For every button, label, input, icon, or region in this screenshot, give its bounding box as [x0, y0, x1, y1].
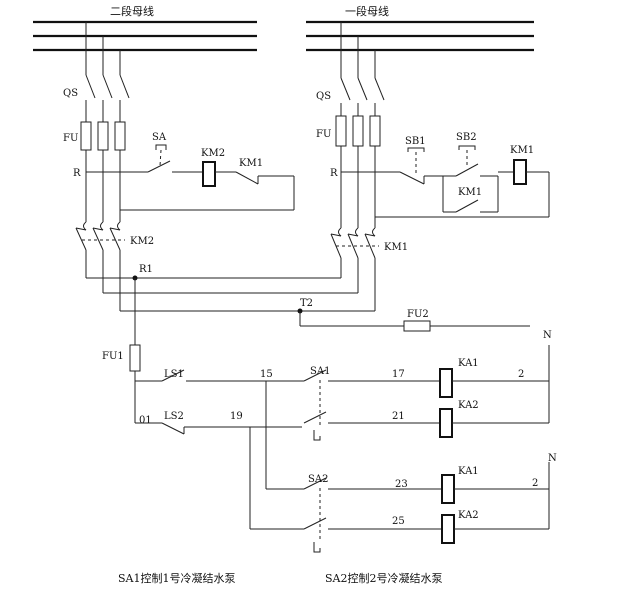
left-r-label: R	[73, 168, 81, 179]
left-km1-contact-label: KM1	[239, 158, 263, 169]
bus-section-1	[306, 20, 534, 52]
neutral-n2-label: N	[548, 453, 557, 464]
left-km2-coil-label: KM2	[201, 148, 225, 159]
right-sb2-label: SB2	[456, 132, 477, 143]
bus-section-2-label: 二段母线	[110, 4, 154, 18]
ka1-bottom-label: KA1	[458, 466, 479, 477]
sa2-label: SA2	[308, 474, 328, 485]
left-sa-label: SA	[152, 132, 167, 143]
wire-17-label: 17	[392, 369, 405, 380]
wire-23-label: 23	[395, 479, 408, 490]
left-control-branch	[86, 144, 295, 211]
right-fu-label: FU	[316, 129, 331, 140]
left-qs-label: QS	[63, 88, 78, 99]
right-r-label: R	[330, 168, 338, 179]
wire-2a-label: 2	[518, 369, 524, 380]
ka1-top-label: KA1	[458, 358, 479, 369]
fu2-label: FU2	[407, 309, 429, 320]
wire-2b-label: 2	[532, 478, 538, 489]
right-km1-coil-label: KM1	[510, 145, 534, 156]
right-feeder	[330, 22, 385, 311]
left-km2-main-label: KM2	[130, 236, 154, 247]
caption-sa1: SA1控制1号冷凝结水泵	[118, 571, 235, 585]
left-fu-label: FU	[63, 133, 78, 144]
right-control-branch	[341, 145, 550, 218]
wire-25-label: 25	[392, 516, 405, 527]
neutral-n1-label: N	[543, 330, 552, 341]
bus-section-2	[33, 20, 257, 52]
ka2-bottom-label: KA2	[458, 510, 479, 521]
tie-lines	[86, 275, 375, 314]
bus-section-1-label: 一段母线	[345, 4, 389, 18]
ls2-label: LS2	[164, 411, 184, 422]
right-qs-label: QS	[316, 91, 331, 102]
control-circuit	[129, 278, 550, 553]
ka2-top-label: KA2	[458, 400, 479, 411]
node-t2-label: T2	[300, 298, 313, 309]
wire-01-label: 01	[139, 415, 152, 426]
right-km1-hold-label: KM1	[458, 187, 482, 198]
wire-15-label: 15	[260, 369, 273, 380]
caption-sa2: SA2控制2号冷凝结水泵	[325, 571, 442, 585]
sa1-label: SA1	[310, 366, 330, 377]
wire-21-label: 21	[392, 411, 405, 422]
left-feeder	[75, 22, 130, 311]
fu1-label: FU1	[102, 351, 124, 362]
right-sb1-label: SB1	[405, 136, 426, 147]
right-km1-main-label: KM1	[384, 242, 408, 253]
ls1-label: LS1	[164, 369, 184, 380]
fu2-branch	[299, 311, 530, 332]
node-r1-label: R1	[139, 264, 153, 275]
wire-19-label: 19	[230, 411, 243, 422]
